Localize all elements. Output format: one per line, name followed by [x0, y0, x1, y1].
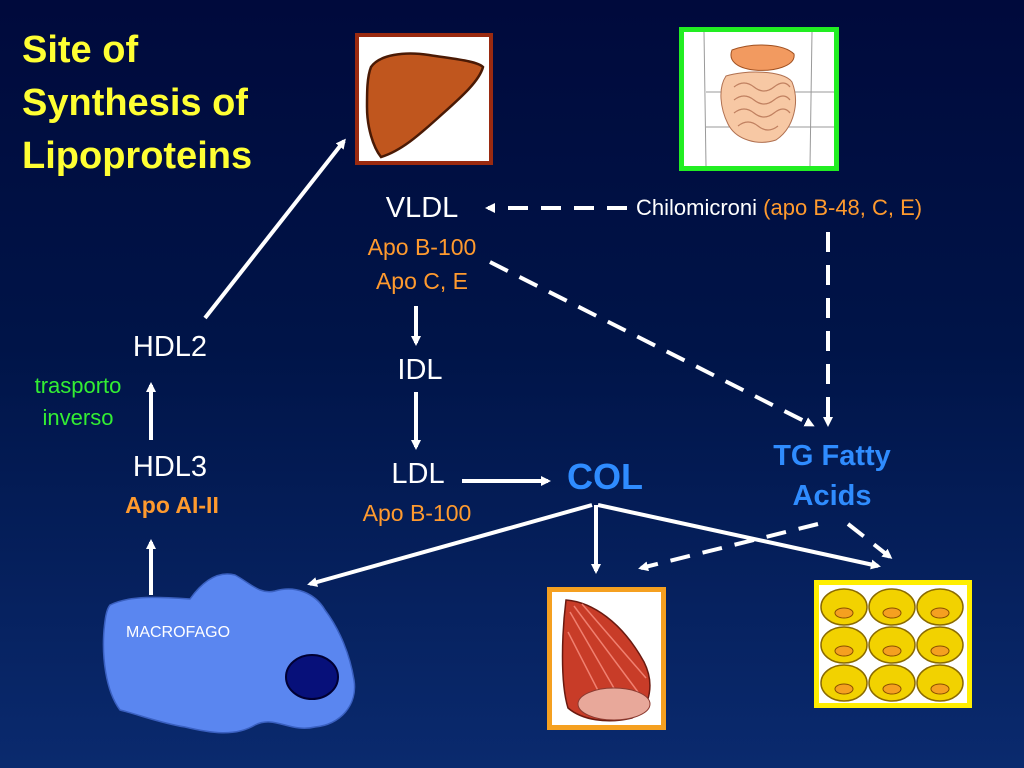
- vldl-label: VLDL: [385, 192, 459, 224]
- ldl-label: LDL: [391, 458, 445, 490]
- chylomicron-label: Chilomicroni (apo B-48, C, E): [636, 195, 922, 221]
- macrophage-icon: [102, 573, 356, 734]
- macrophage-label: MACROFAGO: [126, 624, 231, 641]
- arrow-tg-to-muscle: [638, 522, 819, 572]
- reverse-line-2: inverso: [42, 405, 114, 430]
- reverse-line-1: trasporto: [34, 373, 122, 398]
- adipocyte-nucleus: [930, 683, 950, 695]
- adipocyte-cell: [820, 664, 868, 702]
- tg-line-1: TG Fatty: [773, 440, 891, 472]
- vldl-apo-b100: Apo B-100: [367, 234, 477, 260]
- hdl3-label: HDL3: [132, 451, 208, 483]
- tg-line-2: Acids: [792, 480, 872, 512]
- adipocyte-cell: [868, 588, 916, 626]
- arrow-hdl2-to-liver: [203, 138, 346, 320]
- adipocyte-cell: [820, 588, 868, 626]
- intestine-icon: [679, 27, 839, 171]
- adipocyte-cell: [916, 664, 964, 702]
- arrow-col-to-adipose: [597, 503, 881, 570]
- adipocyte-nucleus: [882, 607, 902, 619]
- adipocyte-nucleus: [930, 607, 950, 619]
- adipose-icon: [814, 580, 972, 708]
- adipocyte-nucleus: [834, 645, 854, 657]
- adipocyte-cell: [820, 626, 868, 664]
- liver-icon: [355, 33, 493, 165]
- chylomicron-name: Chilomicroni: [636, 195, 758, 220]
- chylomicron-apo: (apo B-48, C, E): [763, 195, 923, 220]
- muscle-icon: [547, 587, 666, 730]
- hdl2-label: HDL2: [132, 331, 208, 363]
- arrow-col-to-macrophage: [307, 503, 593, 587]
- adipocyte-nucleus: [834, 607, 854, 619]
- reverse-transport-label: trasporto inverso: [12, 370, 144, 434]
- adipocyte-nucleus: [834, 683, 854, 695]
- arrow-vldl-to-tg: [489, 260, 815, 427]
- col-label: COL: [567, 456, 643, 497]
- adipocyte-nucleus: [930, 645, 950, 657]
- adipocyte-cell: [916, 588, 964, 626]
- adipocyte-nucleus: [882, 683, 902, 695]
- ldl-apo-b100: Apo B-100: [362, 500, 472, 526]
- hdl3-apo: Apo AI-II: [125, 492, 219, 518]
- vldl-apo-ce: Apo C, E: [375, 268, 469, 294]
- adipocyte-nucleus: [882, 645, 902, 657]
- tg-fatty-acids-label: TG Fatty Acids: [742, 436, 922, 516]
- adipocyte-cell: [916, 626, 964, 664]
- idl-label: IDL: [397, 354, 443, 386]
- adipocyte-cell: [868, 626, 916, 664]
- adipocyte-cell: [868, 664, 916, 702]
- slide-title: Site of Synthesis of Lipoproteins: [22, 29, 253, 177]
- arrow-tg-to-adipose: [846, 522, 893, 559]
